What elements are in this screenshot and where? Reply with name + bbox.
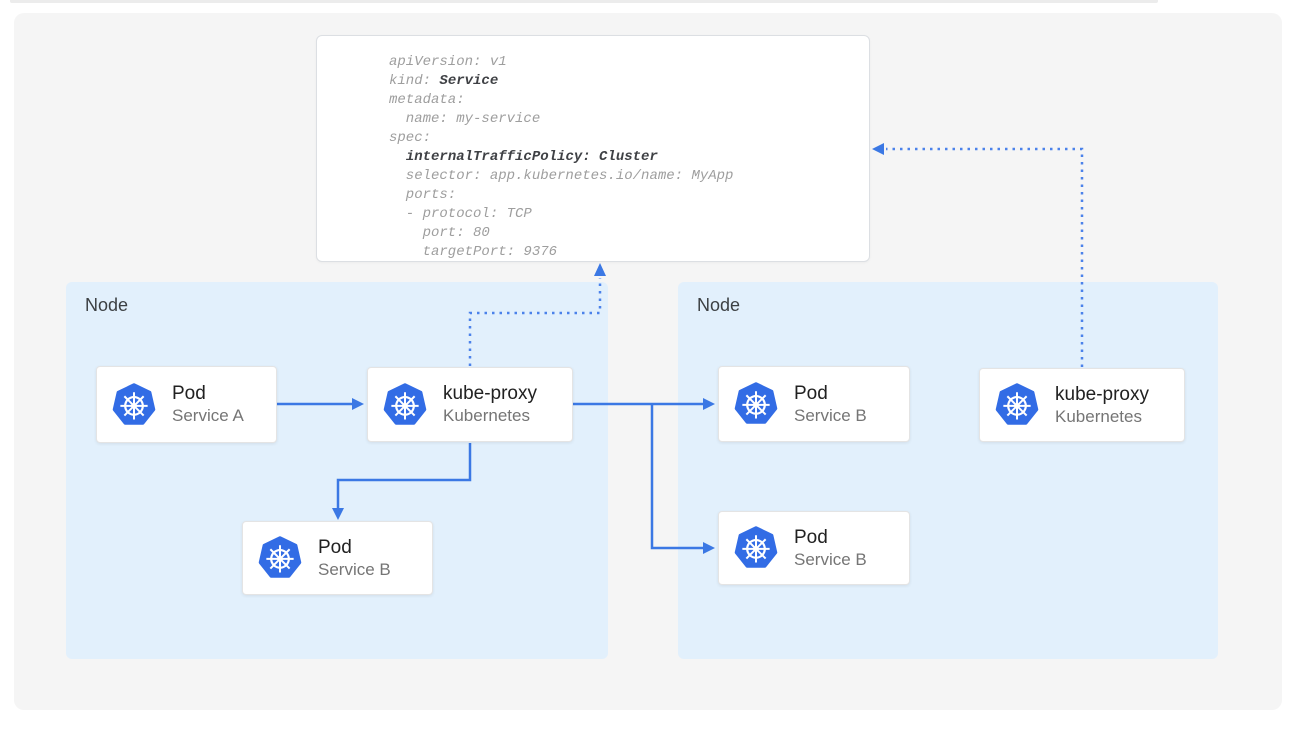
card-title: Pod bbox=[318, 536, 352, 558]
yaml-line: spec: bbox=[389, 130, 432, 146]
kubernetes-icon bbox=[734, 382, 778, 424]
top-divider-line bbox=[10, 0, 1158, 3]
card-title: Pod bbox=[172, 383, 206, 404]
kubernetes-icon bbox=[258, 536, 302, 578]
pod-service-b-right-top-card: Pod Service B bbox=[718, 366, 910, 442]
yaml-line: kind: Service bbox=[389, 73, 499, 89]
kube-proxy-right-card: kube-proxy Kubernetes bbox=[979, 368, 1185, 442]
yaml-line: - protocol: TCP bbox=[389, 206, 532, 222]
kube-proxy-left-card: kube-proxy Kubernetes bbox=[367, 367, 573, 442]
kubernetes-icon bbox=[995, 383, 1039, 425]
card-subtitle: Kubernetes bbox=[1055, 406, 1142, 426]
yaml-line: metadata: bbox=[389, 92, 465, 108]
service-yaml-card: apiVersion: v1 kind: Service metadata: n… bbox=[316, 35, 870, 262]
yaml-line: targetPort: 9376 bbox=[389, 244, 558, 260]
service-yaml-code: apiVersion: v1 kind: Service metadata: n… bbox=[389, 53, 733, 262]
card-title: Pod bbox=[794, 382, 828, 404]
yaml-line-internal-traffic-policy: internalTrafficPolicy: Cluster bbox=[405, 149, 658, 165]
card-subtitle: Service B bbox=[794, 405, 867, 425]
yaml-line: selector: app.kubernetes.io/name: MyApp bbox=[389, 168, 734, 184]
yaml-line: ports: bbox=[389, 187, 457, 203]
card-title: Pod bbox=[794, 526, 828, 548]
yaml-line: port: 80 bbox=[389, 225, 490, 241]
pod-service-b-left-card: Pod Service B bbox=[242, 521, 433, 595]
card-subtitle: Service A bbox=[172, 406, 244, 425]
kubernetes-icon bbox=[383, 382, 427, 425]
pod-service-a-card: Pod Service A bbox=[96, 366, 277, 443]
node-left: Node bbox=[66, 282, 608, 659]
pod-service-b-right-bottom-card: Pod Service B bbox=[718, 511, 910, 585]
node-right: Node bbox=[678, 282, 1218, 659]
card-subtitle: Kubernetes bbox=[443, 406, 530, 425]
yaml-line: apiVersion: v1 bbox=[389, 54, 507, 70]
card-title: kube-proxy bbox=[1055, 383, 1149, 405]
node-label: Node bbox=[697, 295, 741, 315]
kubernetes-icon bbox=[112, 382, 156, 425]
node-label: Node bbox=[85, 295, 129, 315]
card-subtitle: Service B bbox=[318, 559, 391, 579]
card-title: kube-proxy bbox=[443, 383, 537, 404]
yaml-line: name: my-service bbox=[389, 111, 541, 127]
kubernetes-icon bbox=[734, 526, 778, 568]
card-subtitle: Service B bbox=[794, 549, 867, 569]
